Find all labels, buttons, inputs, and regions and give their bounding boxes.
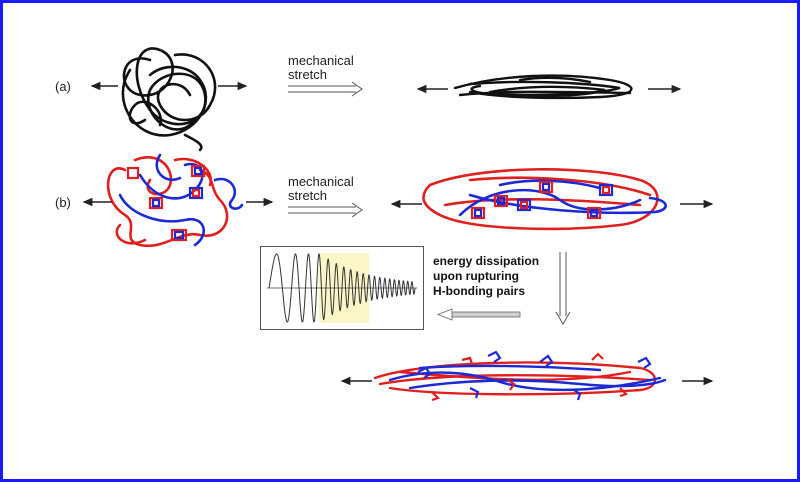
process-arrow-b [288, 202, 363, 218]
dissipation-label-line3: H-bonding pairs [433, 284, 525, 298]
dissipation-label-line1: energy dissipation [433, 254, 540, 268]
h-bond-pair-icon [470, 180, 614, 220]
process-arrow-to-inset [436, 308, 521, 321]
stretch-label-a-line1: mechanical [288, 53, 354, 68]
dissipation-label-line2: upon rupturing [433, 269, 519, 283]
process-arrow-a [288, 81, 363, 97]
network-stretched-b [422, 168, 667, 231]
stretch-label-a-line2: stretch [288, 67, 328, 82]
decay-curve [268, 253, 416, 323]
h-bond-pair-icon [126, 164, 206, 242]
panel-b-label: (b) [55, 195, 71, 210]
damped-oscillation-icon [267, 253, 417, 323]
coil-stretched-a [453, 74, 633, 100]
panel-a-label: (a) [55, 79, 71, 94]
damped-oscillation-inset [260, 246, 424, 330]
process-arrow-down [555, 252, 571, 325]
stretch-label-b-line2: stretch [288, 188, 328, 203]
ruptured-h-bond-icon [417, 350, 652, 402]
stretch-label-b-line1: mechanical [288, 174, 354, 189]
coil-unstretched-a [121, 47, 217, 152]
